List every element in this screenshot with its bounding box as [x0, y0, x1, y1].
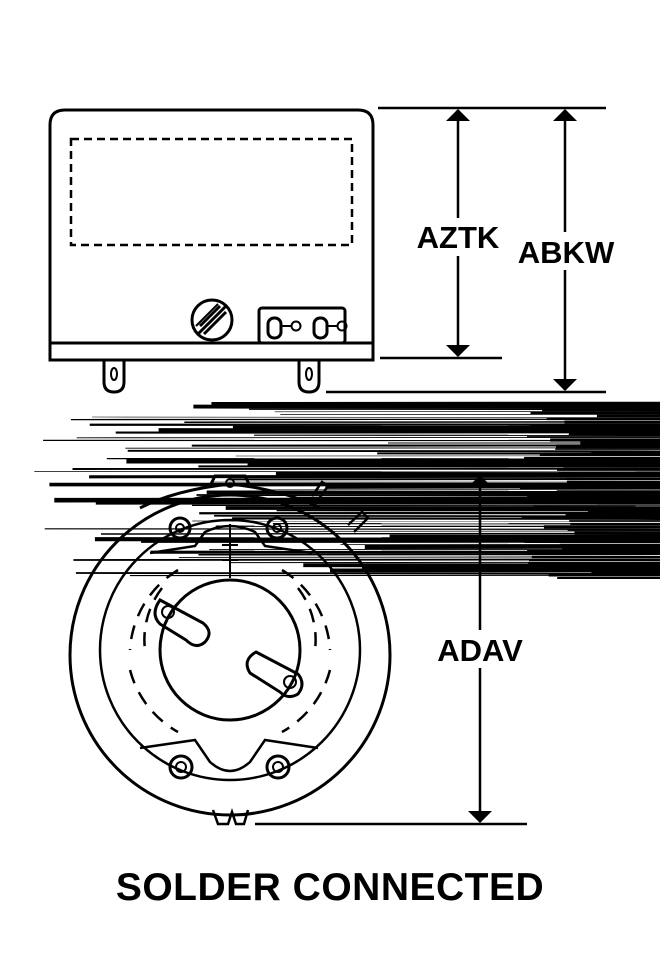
- abkw-label-bg: [513, 232, 619, 270]
- motion-streak: [100, 532, 660, 535]
- motion-streak: [44, 528, 660, 530]
- motion-streak: [193, 404, 660, 410]
- bottom-terminal-right: [265, 754, 291, 780]
- bottom-terminal-left: [168, 754, 194, 780]
- adav-label-bg: [430, 630, 530, 668]
- motion-streak: [325, 484, 660, 489]
- drawing-caption: SOLDER CONNECTED: [115, 866, 545, 909]
- side-view: [48, 108, 375, 394]
- motion-streak: [75, 572, 660, 575]
- aztk-label: AZTK: [417, 220, 500, 255]
- adav-label: ADAV: [437, 633, 523, 668]
- mounting-tab-left: [102, 360, 126, 394]
- bottom-lug: [211, 808, 250, 826]
- front-view: [68, 474, 392, 826]
- bottom-bracket: [139, 738, 319, 773]
- aztk-label-bg: [412, 218, 504, 256]
- motion-streak: [262, 488, 660, 491]
- base-plate: [48, 341, 375, 362]
- inner-ring: [98, 518, 362, 782]
- armature-pin-upper: [153, 598, 211, 647]
- motion-streak: [127, 449, 660, 453]
- motion-streaks: [34, 401, 660, 579]
- mounting-tab-right: [297, 360, 321, 394]
- motion-streak: [196, 494, 660, 497]
- label-area: [69, 137, 354, 247]
- terminal-block: [257, 306, 348, 345]
- armature-pin-lower: [245, 650, 304, 699]
- core-circle: [158, 578, 302, 722]
- abkw-label: ABKW: [518, 235, 615, 270]
- adjustment-screw: [190, 298, 234, 342]
- housing-outline: [48, 108, 375, 347]
- motion-streak: [91, 416, 660, 418]
